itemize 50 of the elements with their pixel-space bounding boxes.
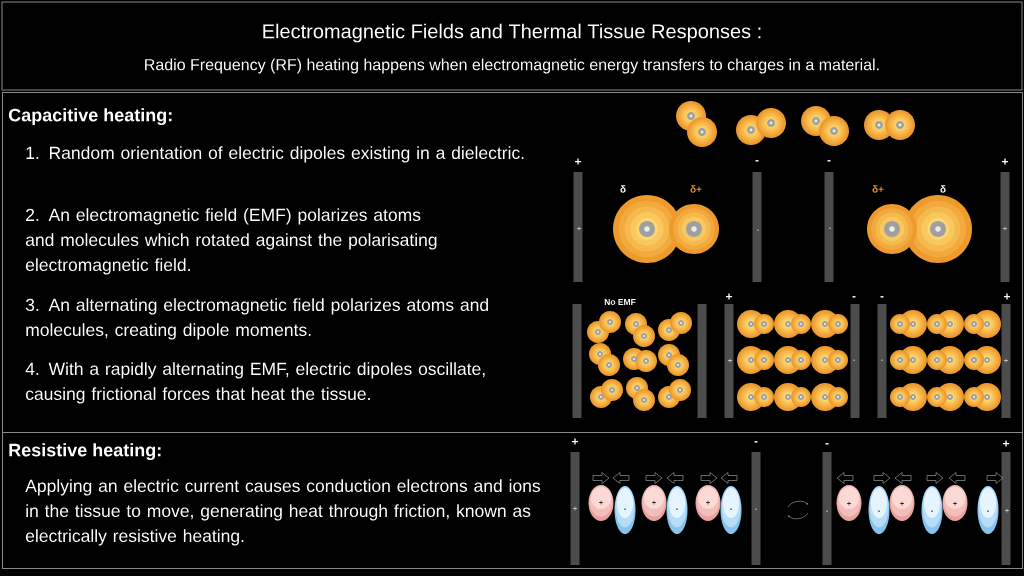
charge-sign: - xyxy=(827,160,831,162)
charge-sign: + xyxy=(1003,440,1010,447)
partial-charge-label: δ+ xyxy=(690,185,702,193)
charge-sign: + xyxy=(706,500,710,505)
charge-sign: + xyxy=(1004,358,1008,363)
charge-sign: - xyxy=(757,229,759,231)
charge-sign: + xyxy=(599,500,603,505)
charge-sign: - xyxy=(829,227,831,229)
charge-sign: - xyxy=(624,508,626,510)
charge-sign: - xyxy=(880,296,884,298)
paragraph: 2. An electromagnetic field (EMF) polarizes atoms and molecules which rotated against the polarisating electromagnetic field. xyxy=(25,208,437,275)
charge-sign: + xyxy=(953,501,957,506)
charge-sign: - xyxy=(676,508,678,510)
charge-sign: - xyxy=(881,359,883,361)
charge-sign: + xyxy=(847,501,851,506)
section-heading: Capacitive heating: xyxy=(8,108,172,126)
charge-sign: - xyxy=(878,510,880,512)
charge-sign: - xyxy=(853,359,855,361)
charge-sign: + xyxy=(728,358,732,363)
charge-sign: - xyxy=(730,508,732,510)
charge-sign: + xyxy=(726,293,733,300)
charge-sign: + xyxy=(1002,158,1009,165)
charge-sign: + xyxy=(1003,226,1007,231)
charge-sign: - xyxy=(931,510,933,512)
charge-sign: + xyxy=(652,500,656,505)
charge-sign: - xyxy=(826,510,828,512)
charge-sign: - xyxy=(755,160,759,162)
charge-sign: - xyxy=(987,510,989,512)
charge-sign: + xyxy=(573,506,577,511)
paragraph: Applying an electric current causes conduction electrons and ions in the tissue to move, generating heat through friction, known as electrically resistive heating. xyxy=(25,479,541,546)
title: Electromagnetic Fields and Thermal Tissue Responses : xyxy=(263,23,761,43)
charge-sign: - xyxy=(755,508,757,510)
section-heading: Resistive heating: xyxy=(9,443,161,461)
charge-sign: + xyxy=(900,501,904,506)
charge-sign: + xyxy=(1005,508,1009,513)
partial-charge-label: δ xyxy=(620,185,626,193)
charge-sign: - xyxy=(852,296,856,298)
charge-sign: + xyxy=(572,438,579,445)
paragraph: 3. An alternating electromagnetic field polarizes atoms and molecules, creating dipole moments. xyxy=(25,298,488,340)
paragraph: 1. Random orientation of electric dipoles existing in a dielectric. xyxy=(26,146,524,163)
paragraph: 4. With a rapidly alternating EMF, electric dipoles oscillate, causing frictional forces that heat the tissue. xyxy=(25,362,485,404)
panel-label: No EMF xyxy=(604,299,636,305)
charge-sign: - xyxy=(754,441,758,443)
partial-charge-label: δ xyxy=(940,185,946,193)
subtitle: Radio Frequency (RF) heating happens when electromagnetic energy transfers to charges in a material. xyxy=(145,58,879,74)
partial-charge-label: δ+ xyxy=(872,185,884,193)
charge-sign: - xyxy=(825,443,829,445)
charge-sign: + xyxy=(575,158,582,165)
charge-sign: + xyxy=(577,226,581,231)
charge-sign: + xyxy=(1004,293,1011,300)
